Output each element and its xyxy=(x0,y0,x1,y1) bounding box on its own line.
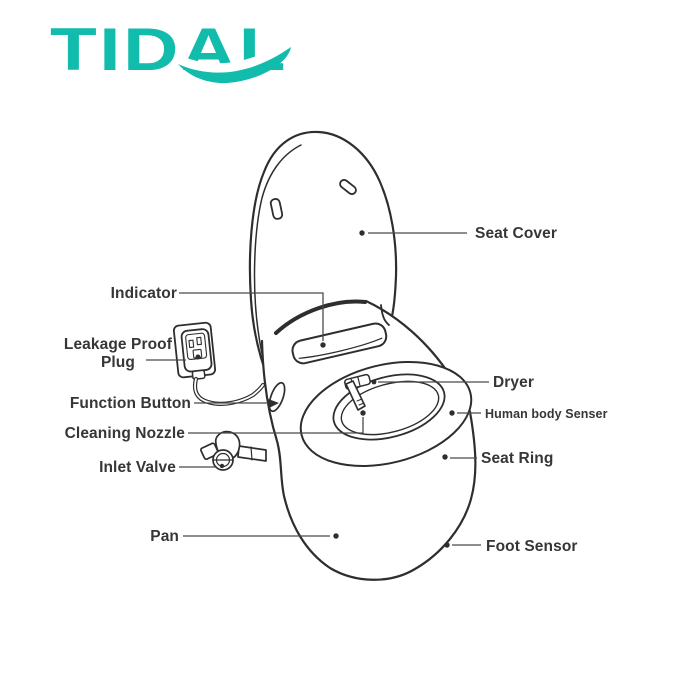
label-leakage-proof-plug: Leakage Proof Plug xyxy=(64,336,172,372)
leader-lines xyxy=(146,232,489,546)
label-human-body-senser: Human body Senser xyxy=(485,407,608,421)
label-dryer: Dryer xyxy=(493,374,534,391)
brand-logo: TIDAL xyxy=(50,16,291,84)
power-cord-shape xyxy=(192,376,266,406)
label-leakage-line1: Leakage Proof xyxy=(63,336,172,353)
cover-damper-slot xyxy=(339,179,357,195)
label-foot-sensor: Foot Sensor xyxy=(486,538,578,555)
label-function-button: Function Button xyxy=(69,395,191,412)
indicator-strip-shape xyxy=(291,322,388,365)
label-inlet-valve: Inlet Valve xyxy=(99,459,176,476)
inlet-valve-shape xyxy=(200,430,267,471)
label-indicator: Indicator xyxy=(110,285,177,302)
label-cleaning-nozzle: Cleaning Nozzle xyxy=(64,425,185,442)
label-leakage-line2: Plug xyxy=(100,354,135,371)
function-button-arrow xyxy=(267,398,279,408)
bowl-shape xyxy=(332,373,446,441)
power-plug-shape xyxy=(172,321,217,380)
label-pan: Pan xyxy=(150,528,179,545)
leader-dots xyxy=(195,230,455,548)
cleaning-nozzle-shape xyxy=(345,380,366,411)
label-seat-ring: Seat Ring xyxy=(481,450,554,467)
cover-hinge-tab xyxy=(269,198,284,220)
logo-wave-crest-shape xyxy=(178,47,291,84)
label-seat-cover: Seat Cover xyxy=(475,225,557,242)
